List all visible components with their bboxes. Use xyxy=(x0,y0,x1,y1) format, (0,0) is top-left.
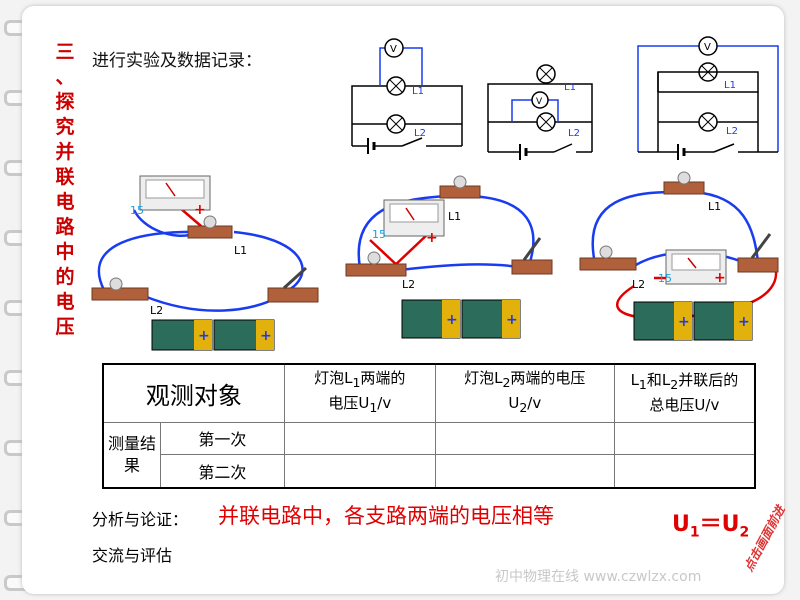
svg-text:L2: L2 xyxy=(632,278,645,291)
svg-text:+: + xyxy=(260,328,272,344)
data-table: 观测对象 灯泡L1两端的 电压U1/v 灯泡L2两端的电压 U2/v L1和L2… xyxy=(102,363,756,489)
schematic-diagram-2: V L1 L2 xyxy=(484,62,596,166)
circuit-photo-3: 15 + L1 L2 + + xyxy=(579,171,779,341)
svg-text:L1: L1 xyxy=(724,80,736,91)
svg-text:15: 15 xyxy=(130,204,144,217)
schematic-diagram-1: V L1 L2 xyxy=(322,36,470,164)
vertical-title: 三、 探究 并联 电路 中的 电压 xyxy=(55,41,75,338)
row-label-second: 第二次 xyxy=(160,454,285,489)
cell-second-u2[interactable] xyxy=(434,454,615,489)
exchange-label: 交流与评估 xyxy=(92,546,173,565)
svg-text:L1: L1 xyxy=(564,82,576,93)
svg-text:V: V xyxy=(704,42,711,53)
header-u-total: L1和L2并联后的 总电压U/v xyxy=(613,363,756,423)
watermark: 初中物理在线 www.czwlzx.com xyxy=(495,569,702,585)
svg-text:+: + xyxy=(198,328,210,344)
svg-text:15: 15 xyxy=(658,272,672,285)
schematic-diagram-3: V L1 L2 xyxy=(634,28,784,164)
cell-first-u2[interactable] xyxy=(434,421,615,456)
svg-text:L2: L2 xyxy=(150,304,163,317)
svg-text:L1: L1 xyxy=(448,210,461,223)
svg-text:+: + xyxy=(678,314,690,330)
conclusion-text: 并联电路中，各支路两端的电压相等 xyxy=(218,504,554,528)
header-object: 观测对象 xyxy=(102,363,285,423)
cell-second-u1[interactable] xyxy=(283,454,436,489)
header-u2: 灯泡L2两端的电压 U2/v xyxy=(434,363,615,423)
svg-text:+: + xyxy=(738,314,750,330)
svg-text:15: 15 xyxy=(372,228,386,241)
svg-text:+: + xyxy=(194,202,206,218)
formula: U1＝U2 xyxy=(672,512,750,541)
svg-text:+: + xyxy=(714,270,726,286)
svg-text:L1: L1 xyxy=(412,86,424,97)
svg-text:L2: L2 xyxy=(568,128,580,139)
circuit-photo-1: 15 + L1 L2 + + xyxy=(91,175,319,351)
cell-first-u[interactable] xyxy=(613,421,756,456)
svg-text:+: + xyxy=(506,312,518,328)
svg-text:L2: L2 xyxy=(414,128,426,139)
svg-text:V: V xyxy=(536,97,543,107)
circuit-photo-2: 15 + L1 L2 + + xyxy=(345,175,553,339)
svg-text:L1: L1 xyxy=(708,200,721,213)
header-u1: 灯泡L1两端的 电压U1/v xyxy=(283,363,436,423)
svg-text:+: + xyxy=(426,230,438,246)
cell-second-u[interactable] xyxy=(613,454,756,489)
analysis-label: 分析与论证： xyxy=(92,510,189,529)
voltmeter-label: V xyxy=(390,44,397,55)
section-heading: 进行实验及数据记录： xyxy=(92,51,262,71)
svg-text:L1: L1 xyxy=(234,244,247,257)
svg-text:L2: L2 xyxy=(402,278,415,291)
svg-text:L2: L2 xyxy=(726,126,738,137)
row-label-first: 第一次 xyxy=(160,421,285,456)
row-label-result: 测量结果 xyxy=(102,421,161,489)
svg-text:+: + xyxy=(446,312,458,328)
cell-first-u1[interactable] xyxy=(283,421,436,456)
